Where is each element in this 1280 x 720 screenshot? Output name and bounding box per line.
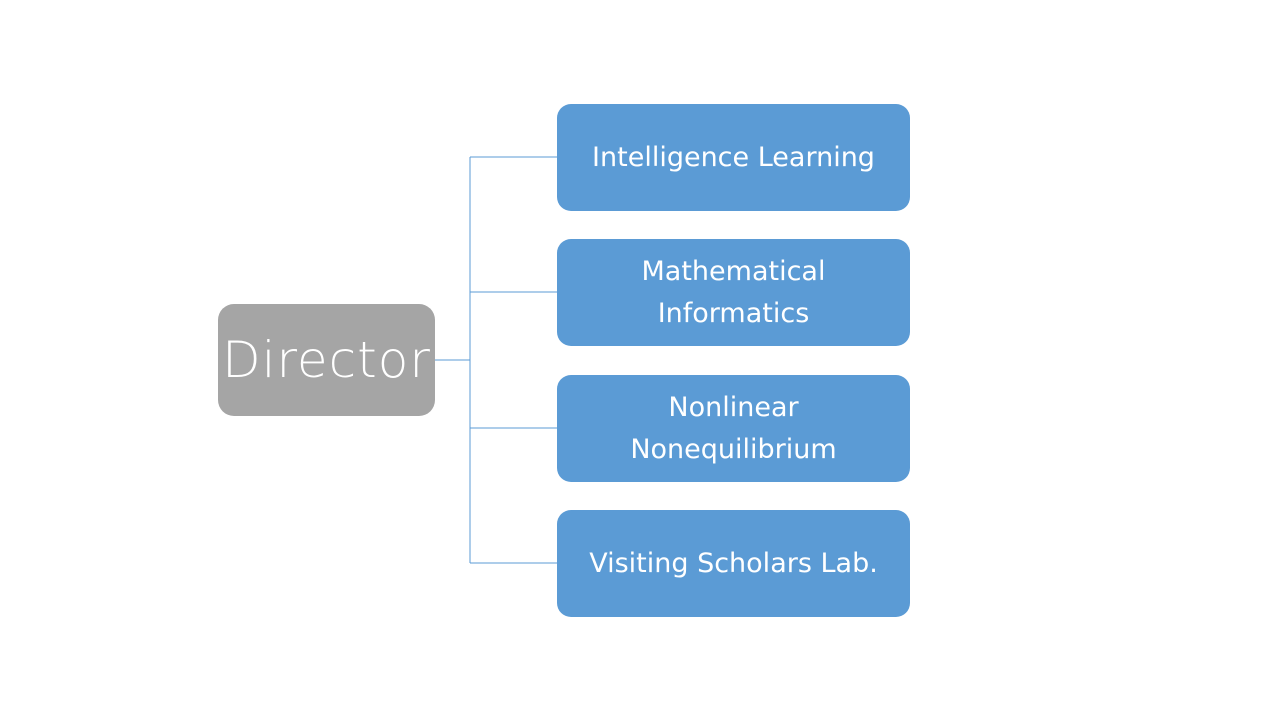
node-label: Visiting Scholars Lab. (589, 547, 878, 579)
node-label: Mathematical Informatics (641, 255, 826, 329)
node-label: Intelligence Learning (592, 141, 875, 173)
node-nonlinear-nonequilibrium: Nonlinear Nonequilibrium (557, 375, 910, 482)
node-mathematical-informatics: Mathematical Informatics (557, 239, 910, 346)
node-visiting-scholars-lab: Visiting Scholars Lab. (557, 510, 910, 617)
director-node: Director (218, 304, 435, 416)
director-label: Director (222, 331, 431, 389)
node-label: Nonlinear Nonequilibrium (630, 391, 837, 465)
node-intelligence-learning: Intelligence Learning (557, 104, 910, 211)
